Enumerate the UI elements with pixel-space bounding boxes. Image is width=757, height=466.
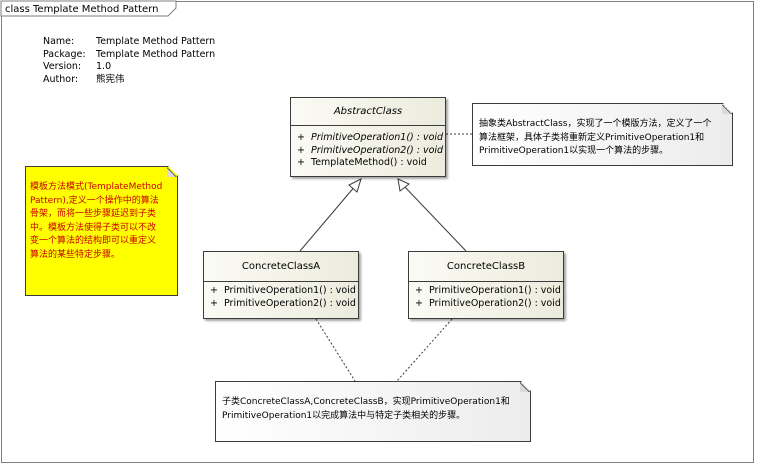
operations-compartment: + PrimitiveOperation1() : void + Primiti…	[291, 126, 445, 170]
operation-row: + PrimitiveOperation2() : void	[204, 298, 358, 311]
abstract-class-box[interactable]: AbstractClass + PrimitiveOperation1() : …	[290, 97, 446, 177]
note-line: PrimitiveOperation1以完成算法中与特定子类相关的步骤。	[222, 410, 466, 421]
visibility-marker: +	[415, 297, 423, 309]
class-name: ConcreteClassB	[409, 252, 563, 282]
operation-signature: PrimitiveOperation2() : void	[429, 297, 561, 309]
meta-value: 1.0	[96, 61, 112, 73]
operation-row: + PrimitiveOperation2() : void	[409, 298, 563, 311]
operations-compartment: + PrimitiveOperation1() : void + Primiti…	[409, 282, 563, 310]
meta-row-author: Author: 熊宪伟	[43, 74, 215, 87]
visibility-marker: +	[210, 297, 218, 309]
note-line: 变一个算法的结构即可以重定义	[30, 236, 157, 246]
operation-signature: PrimitiveOperation1() : void	[224, 285, 356, 296]
abstract-class-note[interactable]: 抽象类AbstractClass，实现了一个模版方法，定义了一个 算法框架，具体…	[472, 103, 733, 166]
visibility-marker: +	[297, 144, 305, 156]
meta-row-name: Name: Template Method Pattern	[43, 36, 215, 49]
operation-signature: PrimitiveOperation1() : void	[429, 285, 561, 296]
operations-compartment: + PrimitiveOperation1() : void + Primiti…	[204, 282, 358, 310]
concrete-class-a-box[interactable]: ConcreteClassA + PrimitiveOperation1() :…	[203, 251, 359, 319]
visibility-marker: +	[415, 285, 423, 296]
operation-row: + PrimitiveOperation1() : void	[204, 285, 358, 298]
meta-row-version: Version: 1.0	[43, 61, 215, 74]
note-fold-corner	[722, 104, 732, 114]
operation-signature: PrimitiveOperation2() : void	[311, 144, 444, 156]
meta-value: Template Method Pattern	[96, 48, 216, 60]
meta-key: Author:	[43, 73, 79, 85]
note-line: 算法框架，具体子类将重新定义PrimitiveOperation1和	[479, 132, 705, 143]
concrete-classes-note[interactable]: 子类ConcreteClassA,ConcreteClassB，实现Primit…	[215, 381, 531, 442]
pattern-definition-note[interactable]: 模板方法模式(TemplateMethod Pattern),定义一个操作中的算…	[25, 166, 178, 296]
concrete-class-b-box[interactable]: ConcreteClassB + PrimitiveOperation1() :…	[408, 251, 564, 319]
operation-row: + PrimitiveOperation2() : void	[291, 145, 445, 158]
meta-key: Package:	[43, 48, 86, 60]
note-line: 子类ConcreteClassA,ConcreteClassB，实现Primit…	[222, 397, 510, 407]
meta-key: Name:	[43, 36, 75, 47]
visibility-marker: +	[297, 157, 305, 168]
visibility-marker: +	[210, 285, 218, 296]
frame-title: class Template Method Pattern	[5, 4, 159, 15]
operation-row: + PrimitiveOperation1() : void	[409, 285, 563, 298]
operation-row: + PrimitiveOperation1() : void	[291, 132, 445, 145]
note-fold-corner	[167, 167, 177, 177]
note-line: Pattern),定义一个操作中的算法	[30, 195, 159, 206]
operation-signature: TemplateMethod() : void	[311, 157, 427, 168]
meta-value: Template Method Pattern	[96, 36, 216, 47]
meta-row-package: Package: Template Method Pattern	[43, 49, 215, 62]
note-line: 算法的某些特定步骤。	[30, 249, 121, 260]
class-name: ConcreteClassA	[204, 252, 358, 282]
operation-signature: PrimitiveOperation1() : void	[311, 132, 444, 143]
meta-key: Version:	[43, 61, 82, 73]
note-line: 中。模板方法使得子类可以不改	[30, 222, 157, 233]
note-fold-corner	[520, 382, 530, 392]
class-name: AbstractClass	[291, 98, 445, 126]
note-line: PrimitiveOperation1以实现一个算法的步骤。	[479, 146, 669, 157]
note-line: 抽象类AbstractClass，实现了一个模版方法，定义了一个	[479, 119, 712, 129]
note-line: 骨架，而将一些步骤延迟到子类	[30, 209, 157, 219]
meta-value: 熊宪伟	[96, 73, 125, 85]
operation-signature: PrimitiveOperation2() : void	[224, 297, 356, 309]
diagram-metadata: Name: Template Method Pattern Package: T…	[43, 36, 215, 86]
operation-row: + TemplateMethod() : void	[291, 157, 445, 170]
visibility-marker: +	[297, 132, 305, 143]
note-line: 模板方法模式(TemplateMethod	[30, 182, 163, 192]
